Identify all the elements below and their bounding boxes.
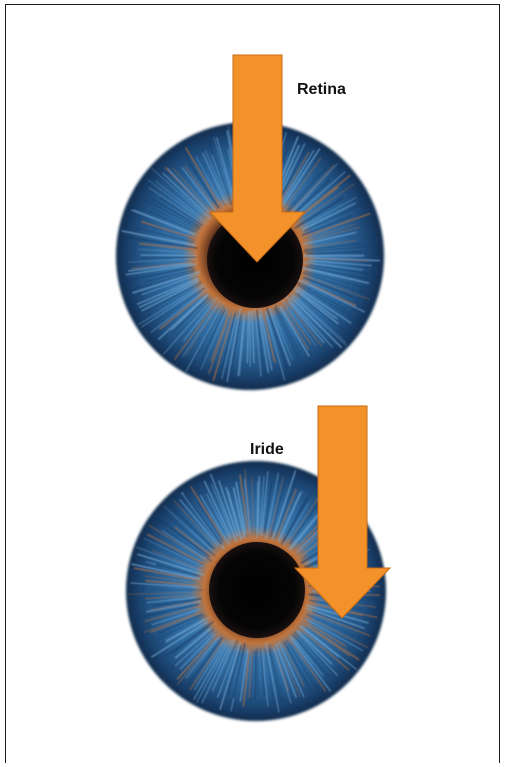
pupil-bottom — [209, 542, 305, 638]
iris-fiber — [141, 255, 197, 256]
label-retina: Retina — [297, 81, 346, 98]
label-iride: Iride — [250, 441, 284, 458]
